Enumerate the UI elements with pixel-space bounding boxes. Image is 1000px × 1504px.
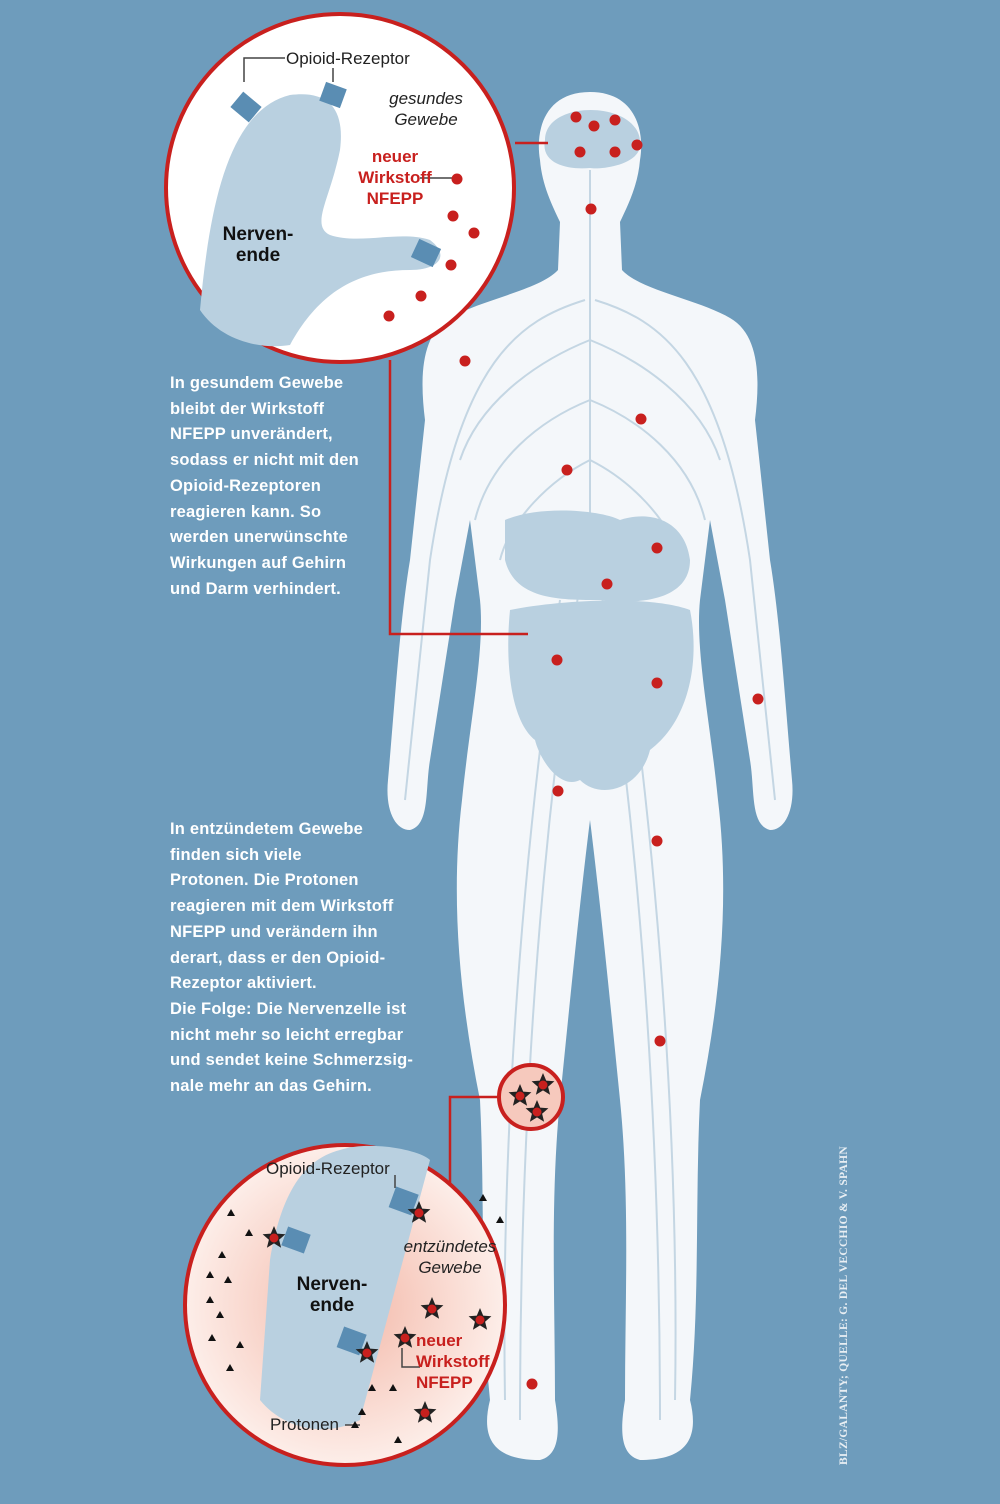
- opioid-receptor-label-bottom: Opioid-Rezeptor: [266, 1159, 390, 1178]
- proton: [351, 1421, 359, 1428]
- nerve-ending-top: [200, 94, 441, 347]
- drug-dot: [631, 139, 643, 151]
- drug-dot: [552, 785, 564, 797]
- proton: [216, 1311, 224, 1318]
- drug-label-top: neuer Wirkstoff NFEPP: [358, 147, 432, 208]
- drug-dot: [459, 355, 471, 367]
- drug-dot: [651, 677, 663, 689]
- proton-triangles: [206, 1194, 504, 1443]
- drug-dot: [570, 111, 582, 123]
- drug-dot: [526, 1378, 538, 1390]
- drug-dot: [383, 310, 395, 322]
- proton: [226, 1364, 234, 1371]
- drug-dot: [468, 227, 480, 239]
- activated-drug-stars: [262, 1073, 555, 1423]
- drug-dot: [654, 1035, 666, 1047]
- proton: [206, 1296, 214, 1303]
- proton: [208, 1334, 216, 1341]
- proton: [245, 1229, 253, 1236]
- drug-dot: [609, 114, 621, 126]
- drug-dot: [601, 578, 613, 590]
- inflamed-tissue-label: entzündetes Gewebe: [403, 1237, 497, 1277]
- drug-dot: [415, 290, 427, 302]
- opioid-receptor-label-top: Opioid-Rezeptor: [286, 49, 410, 68]
- protons-label: Protonen: [270, 1415, 339, 1434]
- inflamed-tissue-explanation: In entzündetem Gewebe finden sich viele …: [170, 820, 414, 1096]
- proton: [206, 1271, 214, 1278]
- drug-dots: [383, 111, 764, 1390]
- proton: [496, 1216, 504, 1223]
- nerve-ending-bottom: [260, 1145, 430, 1430]
- healthy-tissue-label: gesundes Gewebe: [389, 89, 463, 129]
- drug-dot: [651, 542, 663, 554]
- proton: [236, 1341, 244, 1348]
- proton: [224, 1276, 232, 1283]
- proton: [368, 1384, 376, 1391]
- proton: [227, 1209, 235, 1216]
- drug-label-bottom: neuer Wirkstoff NFEPP: [416, 1331, 490, 1392]
- drug-dot: [635, 413, 647, 425]
- drug-dot: [752, 693, 764, 705]
- credit-line: BLZ/GALANTY; QUELLE: G. DEL VECCHIO & V.…: [838, 1146, 850, 1465]
- nerve-ending-label-bottom: Nerven-ende: [296, 1274, 368, 1316]
- drug-dot: [588, 120, 600, 132]
- proton: [479, 1194, 487, 1201]
- drug-dot: [445, 259, 457, 271]
- drug-dot: [574, 146, 586, 158]
- drug-dot: [609, 146, 621, 158]
- drug-dot: [551, 654, 563, 666]
- healthy-tissue-explanation: In gesundem Gewebe bleibt der Wirkstoff …: [170, 374, 359, 598]
- proton: [389, 1384, 397, 1391]
- nerve-ending-label-top: Nerven-ende: [222, 224, 294, 266]
- intestines: [508, 600, 694, 790]
- drug-dot: [451, 173, 463, 185]
- proton: [358, 1408, 366, 1415]
- drug-dot: [561, 464, 573, 476]
- liver-stomach: [505, 510, 690, 602]
- drug-dot: [651, 835, 663, 847]
- drug-dot: [585, 203, 597, 215]
- drug-dot: [447, 210, 459, 222]
- proton: [218, 1251, 226, 1258]
- proton: [394, 1436, 402, 1443]
